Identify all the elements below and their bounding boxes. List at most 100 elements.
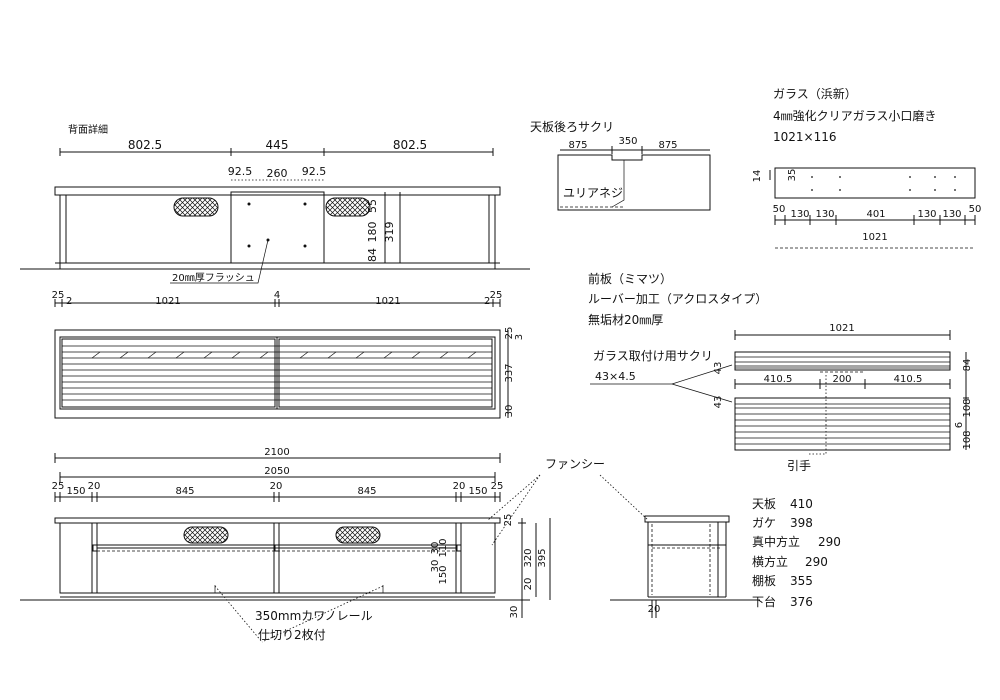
back-vdim-319: 319 (383, 222, 396, 243)
section-dim-20-2: 20 (270, 481, 283, 492)
panel-dim-410-left: 410.5 (764, 374, 793, 385)
back-dim-right: 802.5 (393, 138, 427, 152)
section-vdim-30-bottom: 30 (509, 606, 520, 619)
glass-dim-130-1: 130 (790, 209, 809, 220)
front-vdim-30: 30 (504, 405, 515, 418)
top-plate-title: 天板後ろサクリ (530, 120, 614, 134)
groove-size: 43×4.5 (595, 370, 636, 383)
back-sub-dim-1: 92.5 (228, 165, 253, 178)
part-value-3: 290 (805, 555, 828, 569)
glass-dim-130-3: 130 (917, 209, 936, 220)
part-name-5: 下台 (752, 594, 776, 609)
glass-detail: ガラス（浜新） 4㎜強化クリアガラス小口磨き 1021×116 14 35 50… (752, 86, 982, 249)
front-dim-4: 4 (274, 290, 280, 301)
top-plate-detail: 天板後ろサクリ 875 350 875 ユリアネジ (530, 120, 711, 211)
panel-vdim-108-a: 108 (962, 398, 973, 417)
front-vdim-25: 25 (504, 327, 515, 340)
back-sub-dim-3: 92.5 (302, 165, 327, 178)
front-dim-2-right: 2 (484, 296, 490, 307)
back-vdim-84: 84 (366, 248, 379, 262)
back-dim-left: 802.5 (128, 138, 162, 152)
section-dim-2100: 2100 (264, 447, 289, 458)
front-dim-2-left: 2 (66, 296, 72, 307)
front-panel-title: 前板（ミマツ） (588, 271, 672, 286)
section-vdim-30: 30 (430, 542, 441, 555)
part-value-1: 398 (790, 516, 813, 530)
back-detail-title: 背面詳細 (68, 123, 108, 136)
top-dim-350: 350 (618, 136, 637, 147)
part-value-4: 355 (790, 574, 813, 588)
front-dim-1021-right: 1021 (375, 296, 400, 307)
panel-dim-1021: 1021 (829, 323, 854, 334)
groove-label: ガラス取付け用サクリ (593, 349, 713, 363)
back-handle-right (325, 197, 371, 217)
glass-title: ガラス（浜新） (773, 86, 857, 101)
section-vdim-395: 395 (537, 548, 548, 567)
glass-dim-130-2: 130 (815, 209, 834, 220)
section-dim-25-right: 25 (491, 481, 504, 492)
screw-label: ユリアネジ (563, 186, 623, 200)
glass-dim-total: 1021 (862, 232, 887, 243)
section-vdim-150: 150 (438, 565, 449, 584)
handle-label: 引手 (787, 459, 811, 473)
section-vdim-25: 25 (503, 514, 514, 527)
back-sub-dim-2: 260 (267, 167, 288, 180)
part-name-3: 横方立 (752, 554, 788, 569)
back-detail-view: 背面詳細 802.5 445 802.5 92.5 260 92.5 55 (20, 123, 530, 284)
glass-dim-50-right: 50 (969, 204, 982, 215)
section-handle-left (183, 526, 229, 544)
glass-dim-130-4: 130 (942, 209, 961, 220)
rail-label-2: 仕切り2枚付 (258, 627, 326, 642)
section-vdim-110: 110 (438, 538, 449, 557)
front-view: 25 2 1021 4 1021 25 2 25 337 30 (52, 290, 525, 419)
back-vdim-180: 180 (366, 222, 379, 243)
panel-vdim-43-top: 43 (713, 362, 724, 375)
parts-list: 天板 410 ガケ 398 真中方立 290 横方立 290 棚板 355 下台… (752, 497, 841, 609)
back-dim-center: 445 (266, 138, 289, 152)
section-vdim-20: 20 (523, 578, 534, 591)
front-dim-25-left: 25 (52, 290, 65, 301)
front-vdim-3: 3 (514, 334, 525, 340)
glass-dim-401: 401 (866, 209, 885, 220)
glass-dim-50-left: 50 (773, 204, 786, 215)
front-panel-detail: 前板（ミマツ） ルーバー加工（アクロスタイプ） 無垢材20㎜厚 1021 ガラス… (588, 271, 973, 473)
front-panel-material: 無垢材20㎜厚 (588, 312, 663, 327)
section-dim-20-1: 20 (88, 481, 101, 492)
louver-lines (62, 345, 492, 401)
part-value-5: 376 (790, 595, 813, 609)
panel-vdim-43-bottom: 43 (713, 396, 724, 409)
part-value-2: 290 (818, 535, 841, 549)
section-dim-845-left: 845 (175, 486, 194, 497)
back-vdim-55: 55 (366, 199, 379, 213)
part-name-1: ガケ (752, 516, 776, 530)
panel-dim-410-right: 410.5 (894, 374, 923, 385)
front-dim-1021-left: 1021 (155, 296, 180, 307)
panel-vdim-6: 6 (954, 422, 965, 428)
glass-size: 1021×116 (773, 130, 837, 144)
front-panel-process: ルーバー加工（アクロスタイプ） (588, 292, 767, 306)
part-name-0: 天板 (752, 497, 776, 511)
flush-label: 20㎜厚フラッシュ (172, 272, 255, 284)
top-dim-875-left: 875 (568, 140, 587, 151)
panel-vdim-84: 84 (962, 359, 973, 372)
front-dim-25-right: 25 (490, 290, 503, 301)
section-dim-2050: 2050 (264, 466, 289, 477)
part-value-0: 410 (790, 497, 813, 511)
panel-dim-200: 200 (832, 374, 851, 385)
section-dim-20-3: 20 (453, 481, 466, 492)
section-handle-right (335, 526, 381, 544)
section-dim-845-right: 845 (357, 486, 376, 497)
front-vdim-337: 337 (504, 363, 515, 382)
glass-vdim-14: 14 (752, 170, 763, 183)
part-name-2: 真中方立 (752, 534, 800, 549)
back-handle-left (173, 197, 219, 217)
rail-label-1: 350mmカワノレール (255, 609, 373, 623)
fancy-label: ファンシー (545, 457, 605, 471)
section-vdim-320: 320 (523, 548, 534, 567)
section-dim-150-left: 150 (66, 486, 85, 497)
glass-holes (811, 176, 956, 191)
glass-spec: 4㎜強化クリアガラス小口磨き (773, 109, 936, 123)
section-view: 2100 2050 25 150 20 845 20 845 20 150 25 (20, 447, 649, 643)
panel-vdim-108-b: 108 (962, 430, 973, 449)
